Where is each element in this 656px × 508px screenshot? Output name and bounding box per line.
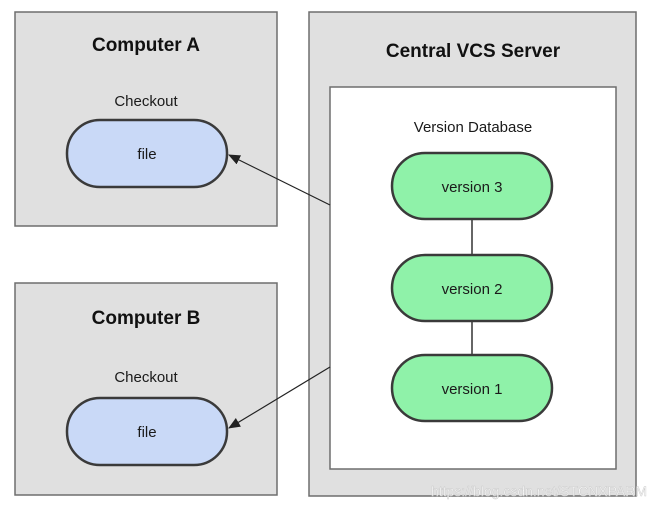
version-node: version 1: [390, 353, 554, 423]
version-2-node: [390, 253, 554, 323]
checkout-arrow-computer-a: [228, 154, 331, 206]
checkout-arrow-computer-b: [228, 366, 331, 429]
computer-b-file-label: file: [137, 424, 156, 441]
computer-a-checkout-label: Checkout: [114, 93, 178, 110]
central-server-box: Central VCS Server Version Database vers…: [308, 11, 637, 497]
version-3-node: [390, 151, 554, 221]
version-node: version 3: [390, 151, 554, 221]
computer-b-box: Computer B Checkout file: [14, 282, 278, 496]
version-node: version 2: [390, 253, 554, 323]
version-database-label: Version Database: [414, 119, 532, 136]
computer-a-box: Computer A Checkout file: [14, 11, 278, 227]
computer-b-file-node: [65, 396, 229, 467]
computer-b-title: Computer B: [92, 308, 201, 329]
version-2-label: version 2: [442, 281, 503, 298]
version-1-node: [390, 353, 554, 423]
computer-a-title: Computer A: [92, 35, 200, 56]
version-3-label: version 3: [442, 179, 503, 196]
computer-b-checkout-label: Checkout: [114, 369, 178, 386]
computer-a-file-node: [65, 118, 229, 189]
central-server-title: Central VCS Server: [386, 41, 561, 62]
computer-a-file-label: file: [137, 146, 156, 163]
version-1-label: version 1: [442, 381, 503, 398]
watermark-text: https://blog.csdn.net/STCNXPARM: [431, 483, 647, 499]
